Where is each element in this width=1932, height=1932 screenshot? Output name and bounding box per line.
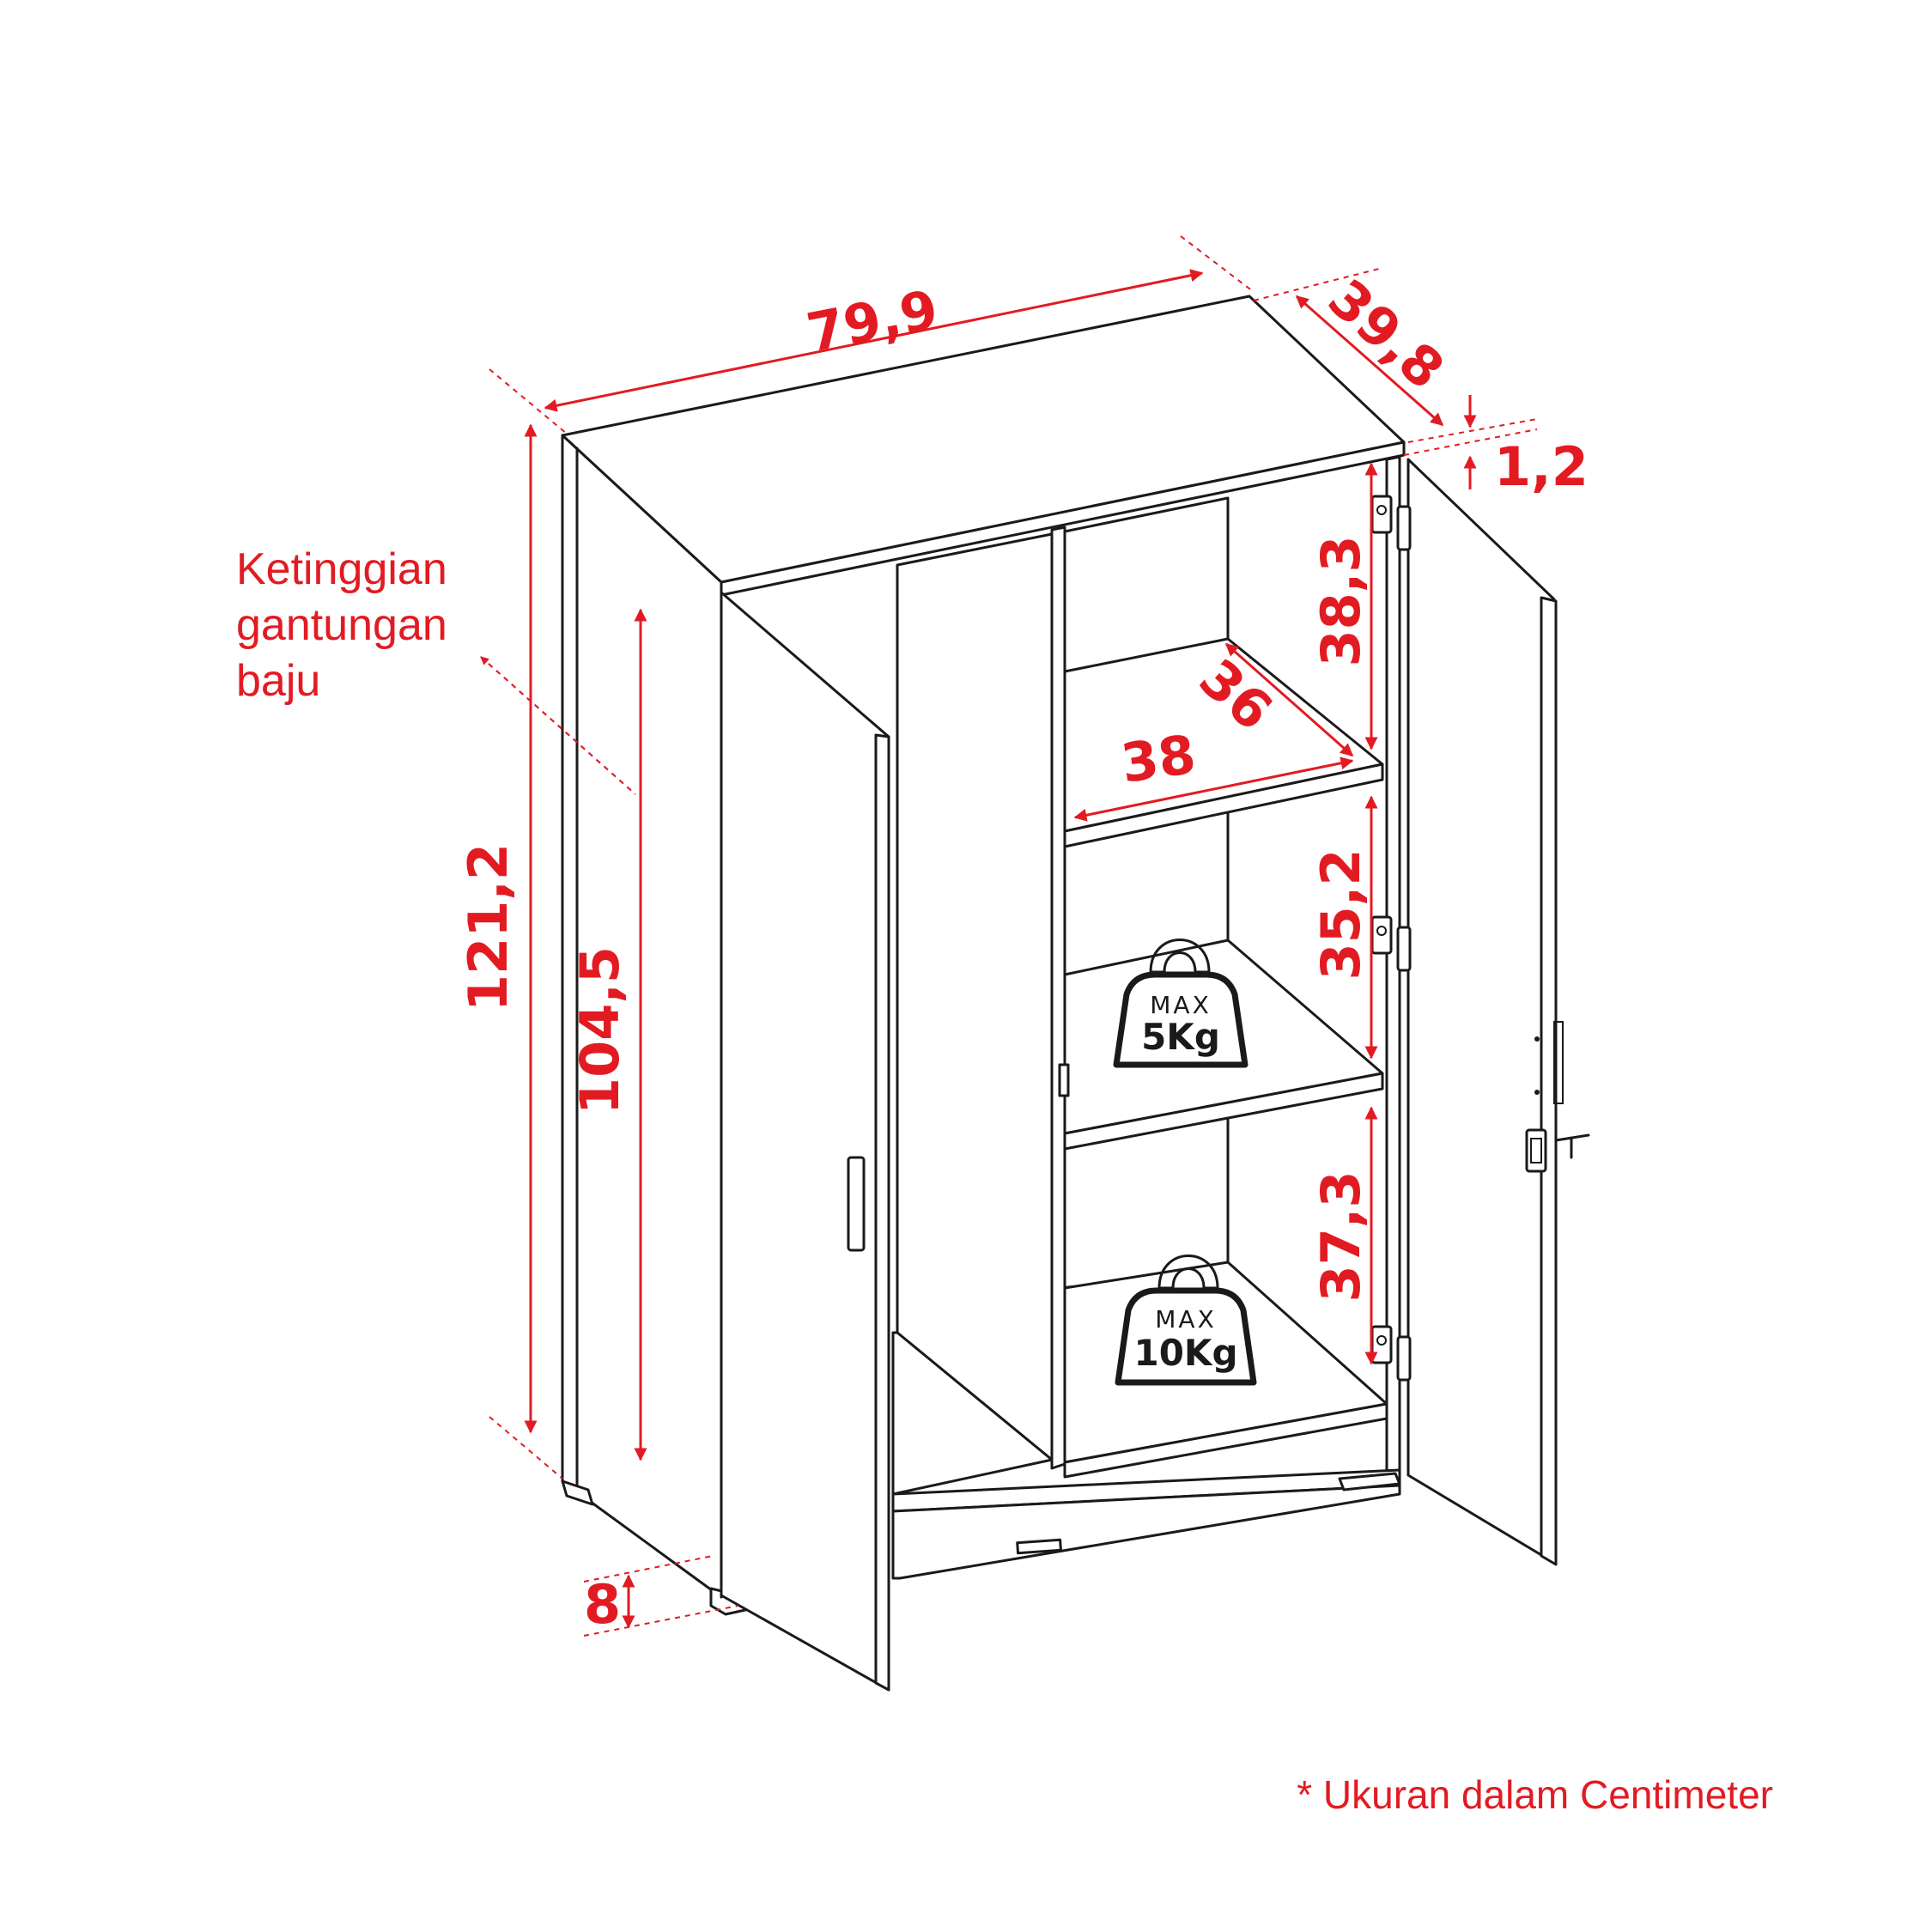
weight-5kg-icon: MAX 5Kg [1113, 939, 1249, 1068]
weight-10kg-icon: MAX 10Kg [1115, 1255, 1257, 1386]
left-door-edge [874, 733, 890, 1692]
center-divider [1050, 526, 1066, 1470]
footnote: * Ukuran dalam Centimeter [1297, 1772, 1773, 1817]
left-door [720, 591, 890, 1692]
foot-front-right [1338, 1472, 1401, 1492]
dim-shelf-space-middle: 35,2 [1309, 849, 1372, 981]
weight-10kg-value: 10Kg [1133, 1332, 1237, 1374]
hanging-note: Ketinggian gantungan baju [236, 544, 447, 706]
back-panel-right [1059, 496, 1230, 1290]
foot-left-back [561, 1479, 594, 1506]
plinth-front [891, 1484, 1401, 1580]
back-panel-left [896, 532, 1054, 1461]
shelf-middle-edge [1063, 1072, 1384, 1151]
weight-5kg-value: 5Kg [1141, 1016, 1220, 1058]
dim-hanging-height: 104,5 [568, 946, 631, 1115]
right-door-lock [1525, 1128, 1547, 1173]
weight-5kg-max-label: MAX [1150, 991, 1212, 1019]
dim-total-height: 121,2 [457, 843, 519, 1012]
weight-10kg-max-label: MAX [1155, 1305, 1217, 1334]
cabinet-drawing [561, 295, 1590, 1692]
dimension-labels: 79,9 39,8 1,2 121,2 104,5 8 38,3 35,2 37… [457, 267, 1589, 1636]
shelf-bottom-edge [1063, 1402, 1388, 1479]
dim-shelf-space-top: 38,3 [1309, 536, 1372, 667]
hanging-note-line-1: Ketinggian [236, 544, 447, 594]
hanging-note-line-2: gantungan [236, 600, 447, 650]
dim-shelf-width: 38 [1117, 723, 1200, 795]
dim-top-thickness: 1,2 [1494, 435, 1589, 498]
right-door [1406, 458, 1556, 1564]
left-door-handle [847, 1156, 866, 1252]
dimension-lines [480, 235, 1538, 1637]
dim-leg-height: 8 [584, 1573, 621, 1636]
hanging-note-line-3: baju [236, 656, 320, 706]
dim-width: 79,9 [802, 277, 943, 364]
dim-shelf-space-bottom: 37,3 [1309, 1171, 1372, 1303]
right-door-edge [1540, 596, 1558, 1566]
